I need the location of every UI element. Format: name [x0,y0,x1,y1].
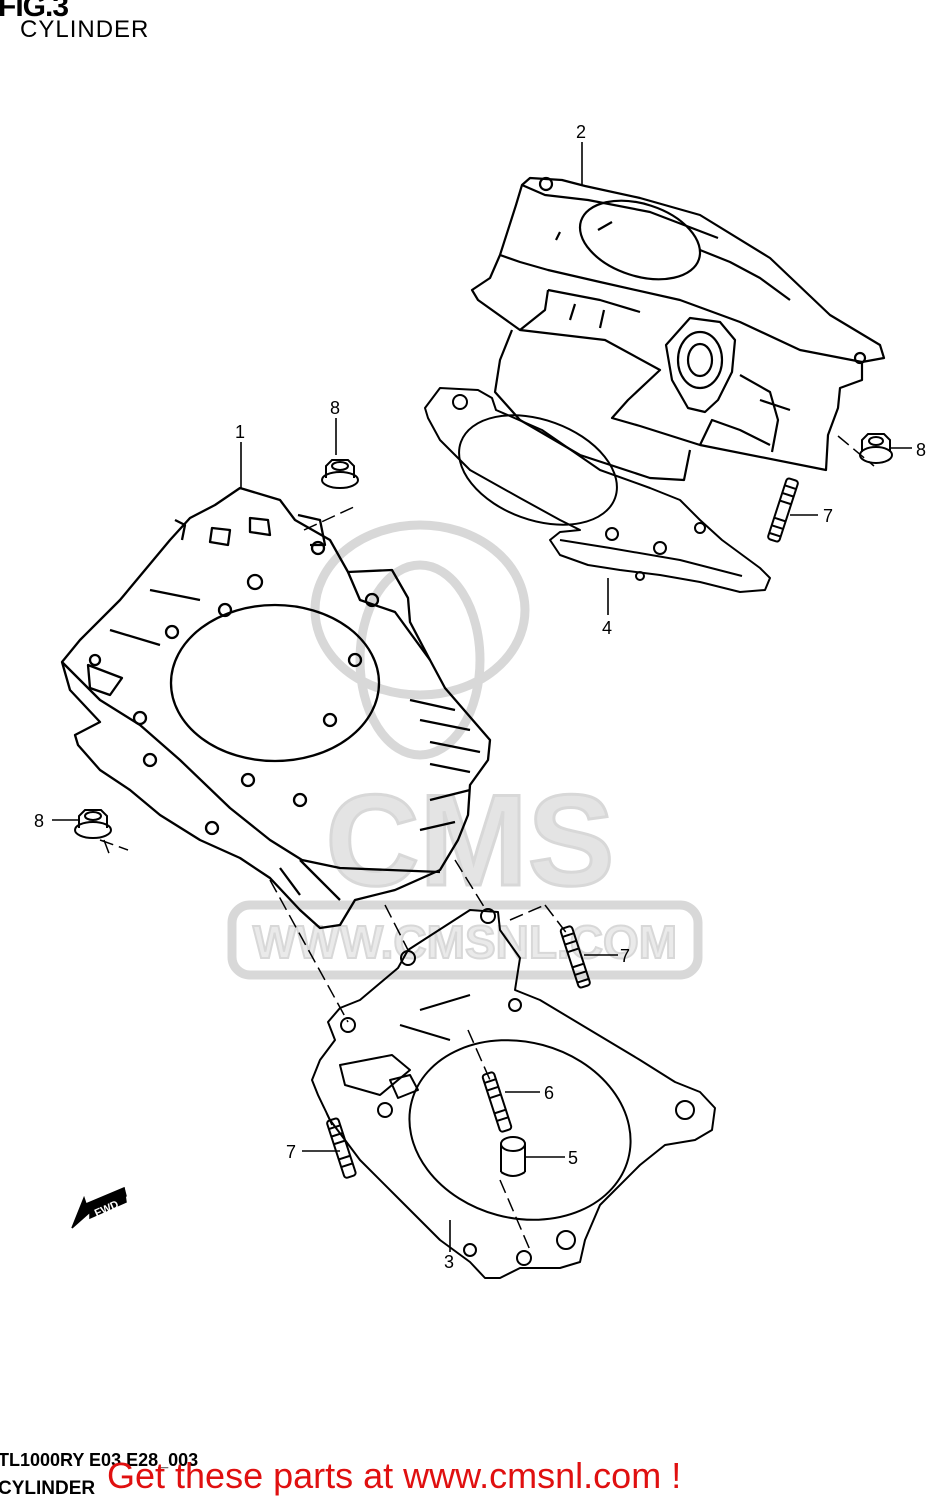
dowel-pin-5 [500,1136,526,1177]
watermark-banner [227,900,703,980]
footer-code: TL1000RY E03 E28_003 [0,1450,199,1470]
callout-7-lower: 7 [286,1142,296,1162]
leader-lines [52,142,912,1252]
watermark-ring [310,520,530,700]
figure-subtitle: CYLINDER [20,16,150,43]
cylinder-front [60,486,492,930]
nut-8-left [74,809,112,839]
callout-2: 2 [576,122,586,142]
assembly-lines [99,435,875,1251]
cylinder-rear [470,176,886,482]
gasket-front [311,908,716,1279]
callout-6: 6 [544,1083,554,1103]
watermark-url: WWW.CMSNL.COM [253,916,677,968]
footer-subtitle: CYLINDER [0,1478,96,1499]
stud-7-mid [559,925,591,989]
callout-numbers: 2 1 8 8 7 4 8 7 6 5 7 3 7 [34,122,926,1272]
callout-8-top: 8 [330,398,340,418]
callout-8-left: 8 [34,811,44,831]
nut-8-right [859,433,893,464]
callout-7-rear: 7 [823,506,833,526]
stud-6 [481,1071,513,1133]
figure-title: FIG.3 [0,0,69,23]
watermark-mascot [355,560,485,760]
callout-5: 5 [568,1148,578,1168]
callout-8-right: 8 [916,440,926,460]
gasket-rear [424,387,771,593]
stud-7-lower [326,1117,357,1179]
callout-3: 3 [444,1252,454,1272]
callout-1: 1 [235,422,245,442]
nut-8-top [321,459,359,489]
stud-7-rear [767,477,799,543]
callout-7-mid: 7 [620,946,630,966]
stud-bolts [326,477,799,1179]
fwd-arrow-icon: FWD [71,1186,127,1229]
callout-4: 4 [602,618,612,638]
flange-nuts [74,433,893,839]
promo-link[interactable]: Get these parts at www.cmsnl.com ! [107,1455,682,1496]
